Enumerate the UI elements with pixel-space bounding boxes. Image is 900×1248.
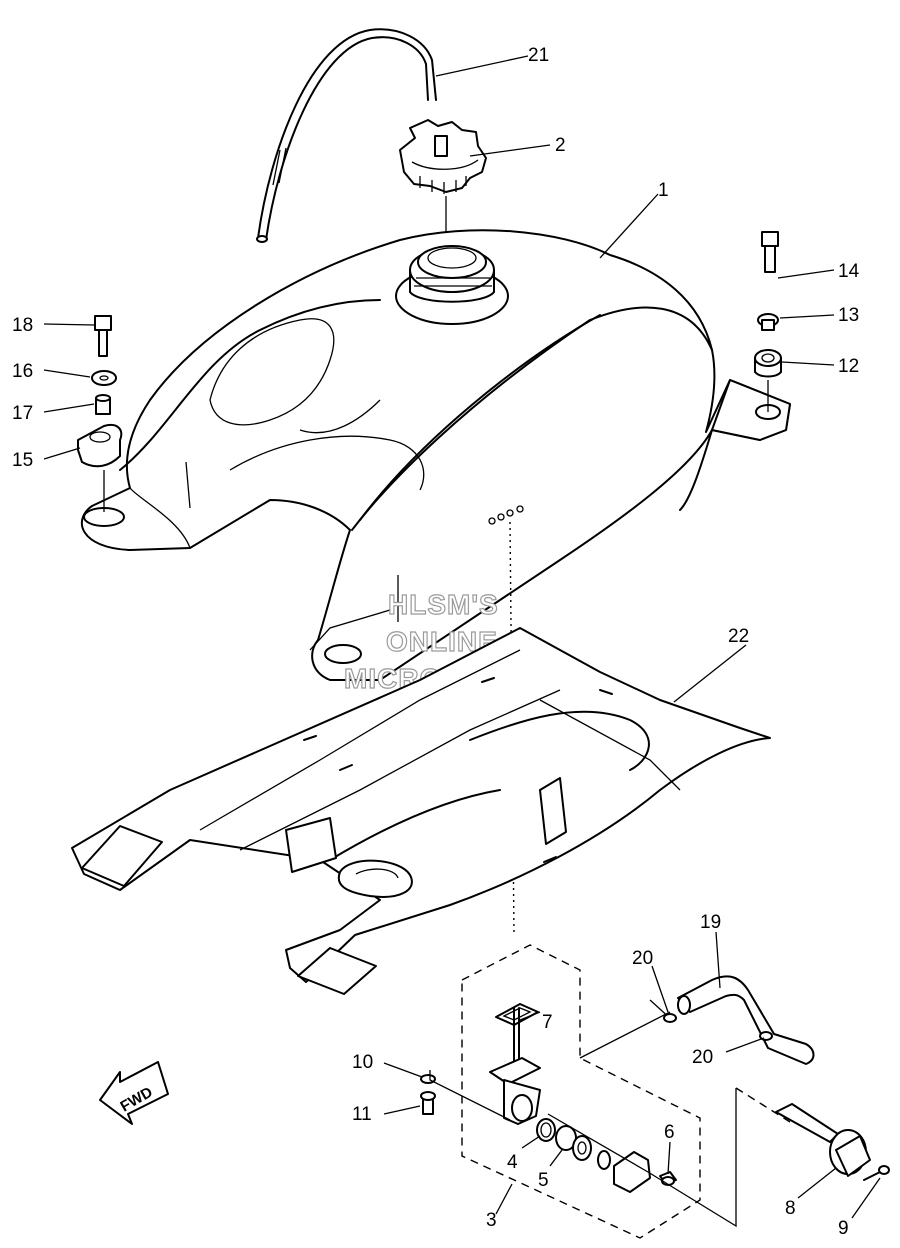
part-2-fuel-cap bbox=[399, 119, 487, 194]
callout-21: 21 bbox=[528, 45, 549, 66]
callout-22: 22 bbox=[728, 626, 749, 647]
callout-10: 10 bbox=[352, 1052, 373, 1073]
callout-7: 7 bbox=[542, 1012, 553, 1033]
callout-20-upper: 20 bbox=[632, 948, 653, 969]
callout-19: 19 bbox=[700, 912, 721, 933]
callout-11: 11 bbox=[352, 1104, 372, 1125]
fuel-cock-assembly-outline bbox=[461, 944, 701, 1239]
callout-9: 9 bbox=[838, 1218, 849, 1239]
part-12-grommet bbox=[754, 349, 782, 378]
leader-lines bbox=[43, 55, 881, 1219]
part-21-breather-hose bbox=[256, 28, 437, 243]
part-lever-seal bbox=[572, 1135, 651, 1193]
part-17-collar bbox=[95, 394, 111, 415]
part-3-fuel-cock bbox=[489, 1007, 541, 1125]
part-20-clip-a bbox=[663, 1013, 677, 1023]
part-1-fuel-tank bbox=[80, 229, 791, 681]
part-13-collar bbox=[757, 313, 779, 331]
part-9-screw bbox=[863, 1165, 890, 1181]
part-4-oring bbox=[536, 1118, 556, 1142]
callout-1: 1 bbox=[658, 180, 669, 201]
part-14-bolt bbox=[761, 231, 779, 273]
fwd-arrow-icon: FWD bbox=[99, 1061, 169, 1125]
callout-3: 3 bbox=[486, 1210, 497, 1231]
part-16-washer bbox=[91, 370, 117, 386]
callout-4: 4 bbox=[507, 1152, 518, 1173]
callout-16: 16 bbox=[12, 361, 33, 382]
watermark-line-1: HLSM'S bbox=[388, 589, 499, 620]
callout-13: 13 bbox=[838, 305, 859, 326]
part-18-bolt bbox=[94, 315, 112, 357]
callout-14: 14 bbox=[838, 261, 860, 282]
callout-20-lower: 20 bbox=[692, 1047, 713, 1068]
callout-6: 6 bbox=[664, 1122, 675, 1143]
callout-18: 18 bbox=[12, 315, 33, 336]
callout-5: 5 bbox=[538, 1170, 549, 1191]
part-7-strainer-gasket bbox=[495, 1003, 539, 1026]
callout-2: 2 bbox=[555, 135, 566, 156]
strainer-dots bbox=[488, 505, 524, 936]
callout-15: 15 bbox=[12, 450, 33, 471]
callout-12: 12 bbox=[838, 356, 859, 377]
callout-17: 17 bbox=[12, 403, 33, 424]
part-19-fuel-hose bbox=[677, 975, 815, 1065]
part-8-lever bbox=[775, 1103, 871, 1177]
part-22-tank-cover bbox=[71, 627, 771, 995]
part-11-screw bbox=[420, 1091, 436, 1115]
part-15-grommet bbox=[77, 424, 123, 468]
callout-labels: 21 2 1 14 13 12 18 16 17 15 22 19 20 7 2… bbox=[12, 45, 860, 1239]
callout-8: 8 bbox=[785, 1198, 796, 1219]
